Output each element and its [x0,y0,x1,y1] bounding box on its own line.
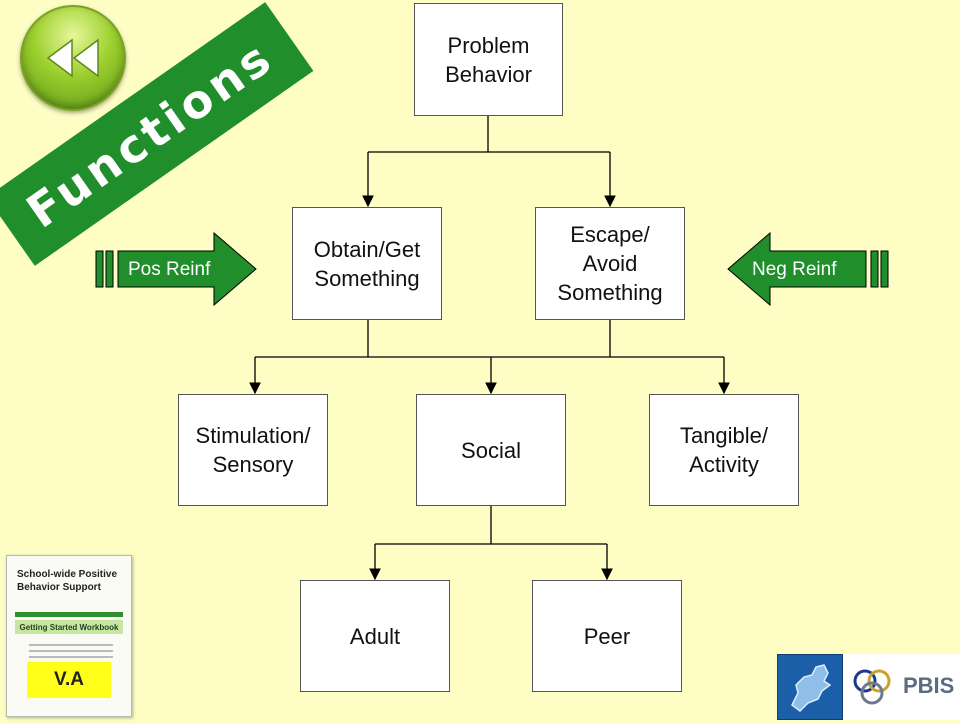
node-problem-behavior: Problem Behavior [414,3,563,116]
node-obtain-something: Obtain/Get Something [292,207,442,320]
workbook-title: School-wide Positive Behavior Support [17,569,118,593]
section-tag: V.A [27,662,111,698]
workbook-cover[interactable]: School-wide Positive Behavior Support Ge… [6,555,132,717]
rewind-icon [46,38,99,78]
workbook-stripe [15,612,123,617]
node-social: Social [416,394,566,506]
pbis-logo: PBIS [843,654,960,720]
node-tangible-activity: Tangible/ Activity [649,394,799,506]
node-stimulation-sensory: Stimulation/ Sensory [178,394,328,506]
pos-reinf-arrow [95,231,257,307]
pos-reinf-label: Pos Reinf [128,259,211,280]
node-adult: Adult [300,580,450,692]
workbook-fine-print [29,644,113,670]
pbis-logo-text: PBIS [903,673,955,698]
northeast-pbis-logo [777,654,843,720]
rings-icon [853,669,891,705]
northeast-map-icon [791,664,832,712]
workbook-subtitle: Getting Started Workbook [15,620,123,634]
neg-reinf-arrow [727,231,889,307]
node-peer: Peer [532,580,682,692]
neg-reinf-label: Neg Reinf [752,259,837,280]
back-button[interactable] [20,5,126,111]
node-escape-something: Escape/ Avoid Something [535,207,685,320]
